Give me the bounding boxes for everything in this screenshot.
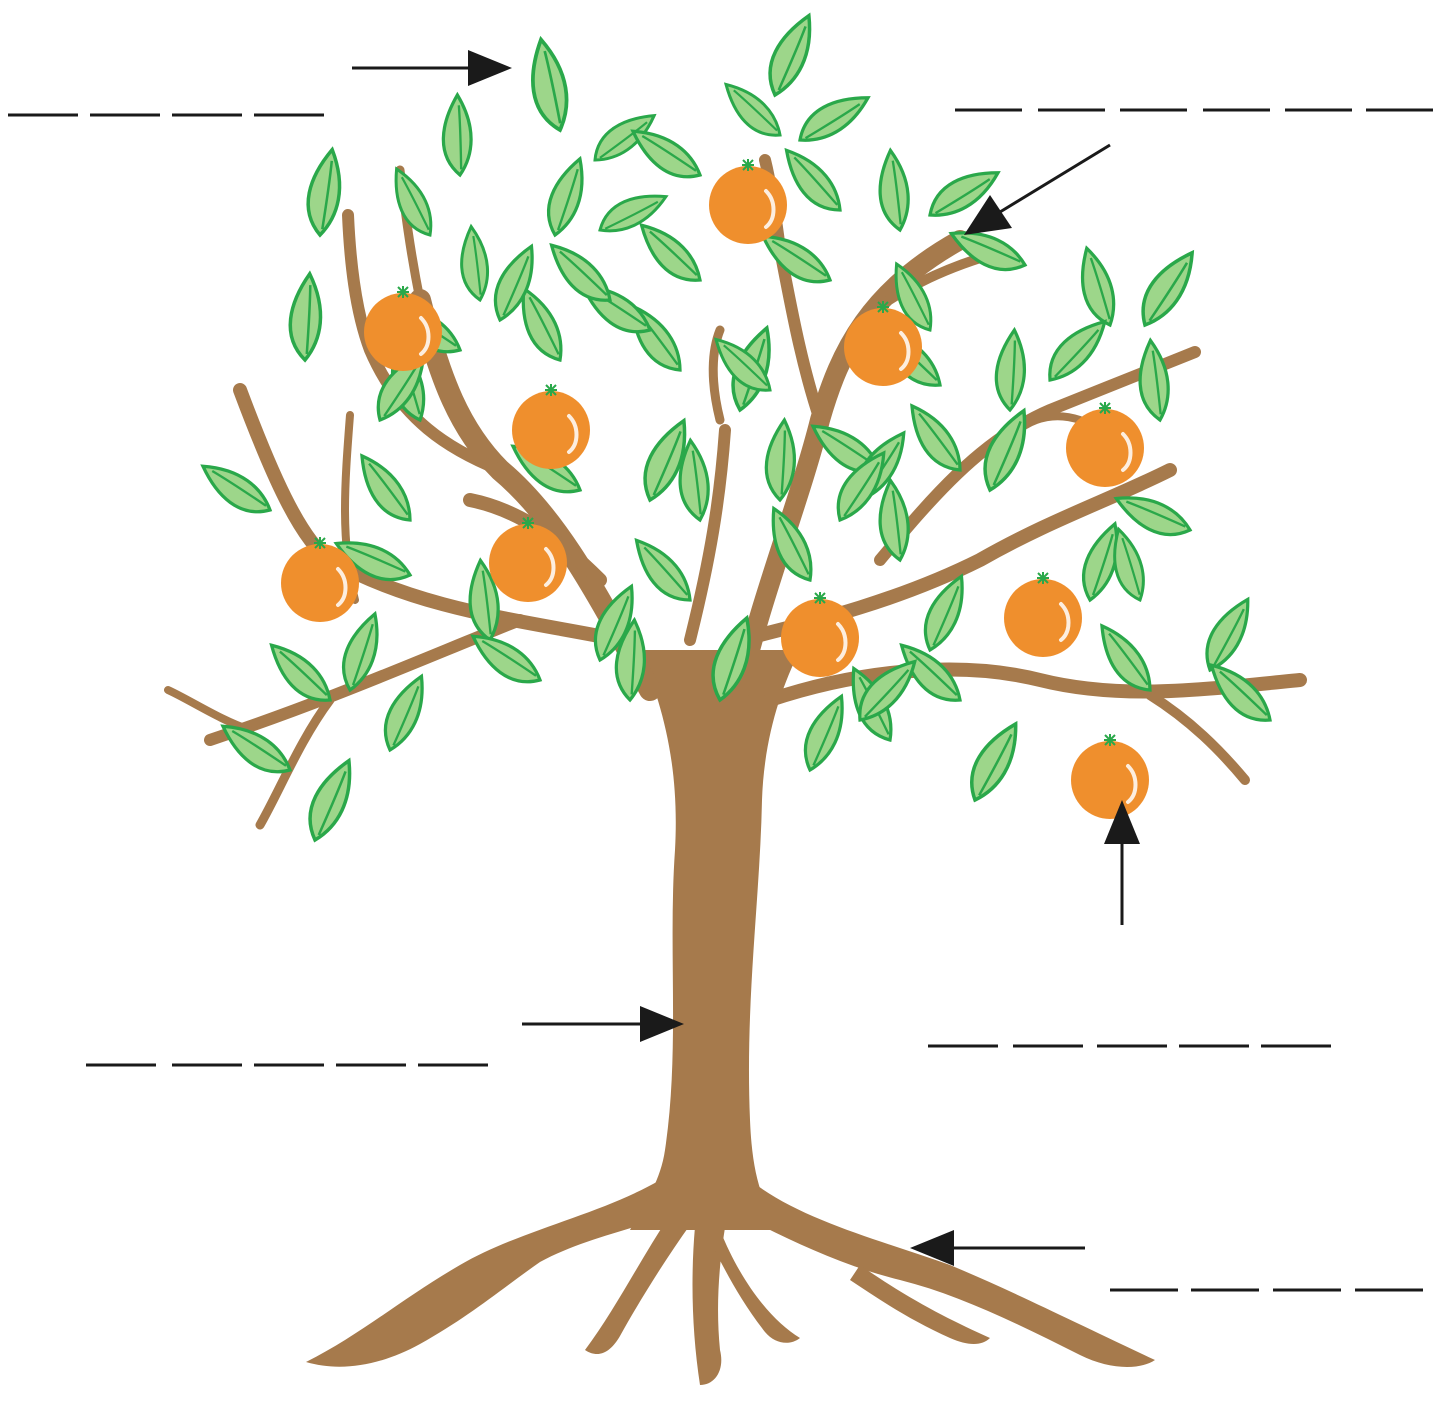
trunk-arrow xyxy=(522,1006,684,1042)
leaf-arrow xyxy=(352,50,512,86)
leaf-icon xyxy=(513,38,583,135)
trunk-icon xyxy=(630,650,800,1230)
fruit-icon xyxy=(1071,734,1149,819)
